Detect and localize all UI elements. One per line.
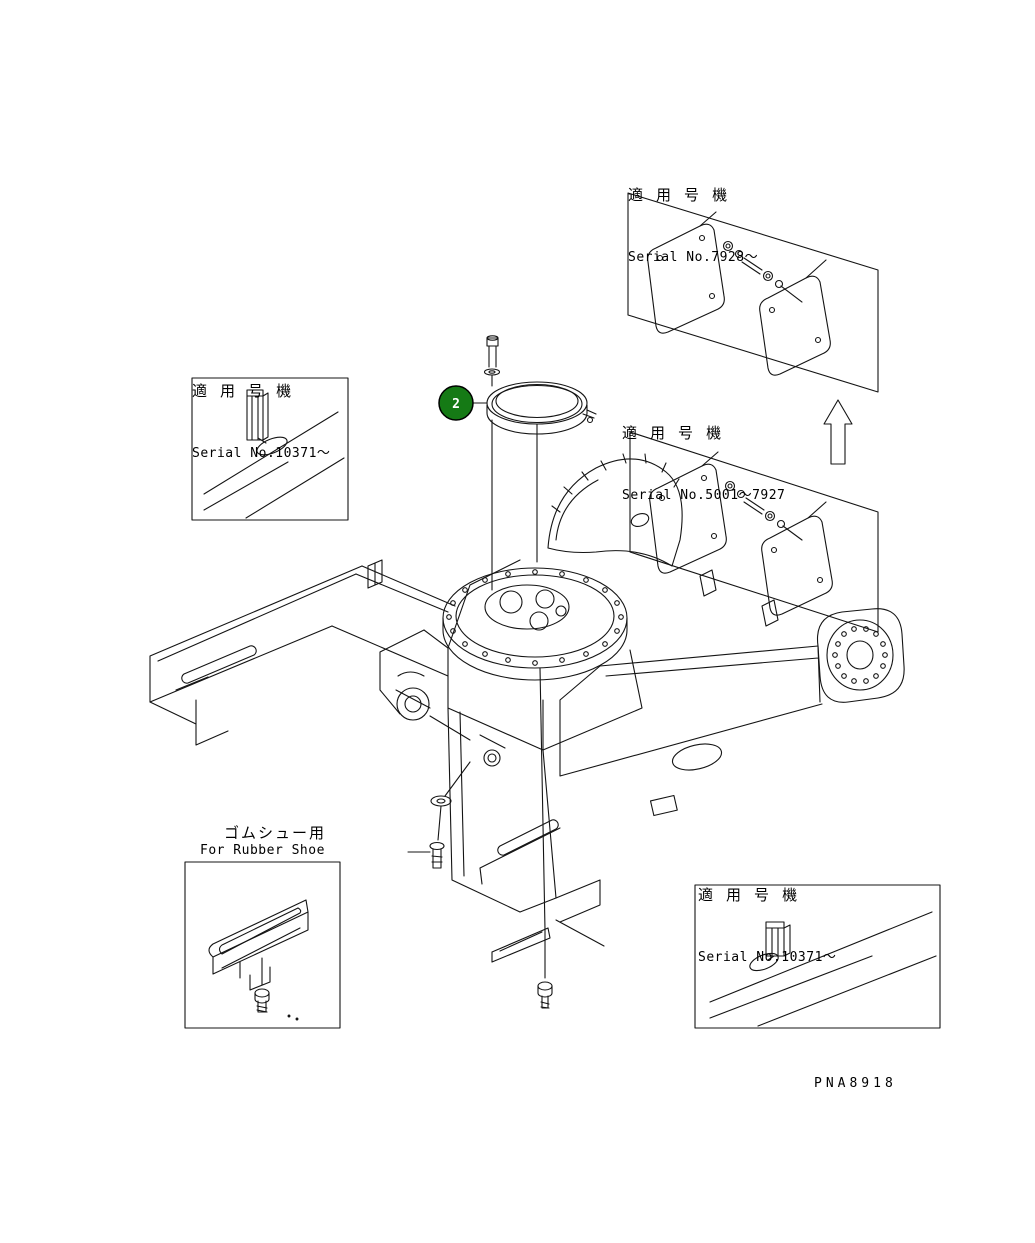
callout-circle [438,385,474,421]
callout-item2 [438,385,488,421]
label-mid-left-serial: Serial No.10371～ [192,446,331,461]
bottom-center-bolt [537,981,553,1009]
inset-box-bottom-right [694,884,941,1029]
label-bottom-left-subtitle: For Rubber Shoe [200,843,325,858]
inset-box-bottom-left [184,861,341,1029]
label-mid-right-serial: Serial No.5001～7927 [622,488,786,503]
inset-box-mid-left [191,377,349,521]
crossmember [331,565,456,677]
label-top-right-serial: Serial No.7928～ [628,250,759,265]
label-mid-left: 適 用 号 機 Serial No.10371～ [192,342,330,499]
retainer-ring-item2 [486,381,597,435]
lower-washer-bolt [429,795,452,869]
label-mid-right: 適 用 号 機 Serial No.5001～7927 [622,384,785,541]
label-top-right-title: 適 用 号 機 [628,186,730,204]
swing-circle [442,567,628,681]
swing-motor-bracket [379,629,506,767]
label-mid-right-title: 適 用 号 機 [622,424,724,442]
right-track-beam [559,608,905,817]
label-top-right: 適 用 号 機 Serial No.7928～ [628,146,758,303]
label-bottom-right-title: 適 用 号 機 [698,886,800,904]
label-mid-left-title: 適 用 号 機 [192,382,294,400]
arrow-up-icon [823,399,853,465]
label-bottom-right-serial: Serial No.10371～ [698,950,837,965]
callout-number: 2 [452,397,460,412]
left-track-beam [149,559,383,746]
front-left-beam [447,707,601,963]
leader-lines [407,374,605,979]
label-bottom-left-title: ゴムシュー用 [224,824,327,842]
drawing-code: PNA8918 [814,1076,897,1091]
ring-bolt [483,335,501,376]
track-frame-drawing [149,335,905,1009]
inset-box-top-right [627,192,879,393]
label-bottom-right: 適 用 号 機 Serial No.10371～ [698,846,836,1003]
top-guard [547,453,683,567]
